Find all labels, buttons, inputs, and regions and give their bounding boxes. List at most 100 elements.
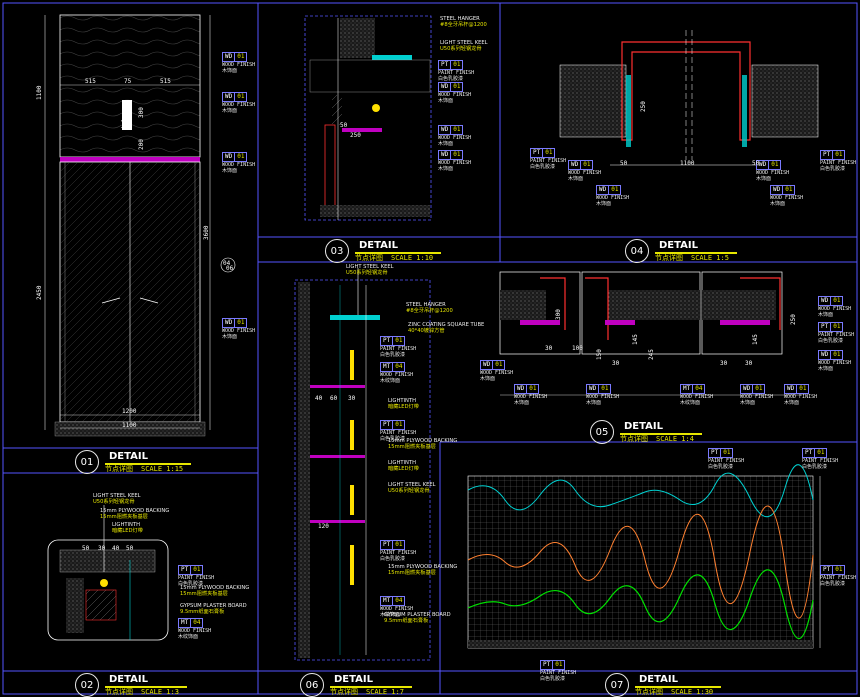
panel-scale: SCALE 1:10	[391, 253, 434, 262]
panel-07-title: 07 DETAIL 节点详图 SCALE 1:30	[605, 673, 722, 697]
panel-02-detail	[47, 505, 169, 641]
dim-label: 1100	[122, 422, 137, 429]
dim-label: 200	[138, 139, 145, 150]
dim-label: 30	[98, 545, 106, 552]
panel-subtitle: 节点详图	[355, 253, 383, 262]
panel-02-title: 02 DETAIL 节点详图 SCALE 1:3	[75, 673, 187, 697]
dim-label: 515	[160, 78, 171, 85]
panel-number-badge: 04	[625, 239, 649, 263]
dim-label: 300	[555, 309, 562, 320]
panel-number-badge: 01	[75, 450, 99, 474]
panel-scale: SCALE 1:3	[141, 687, 179, 696]
panel-04-detail	[559, 30, 819, 166]
dim-label: 30	[745, 360, 753, 367]
panel-01-title: 01 DETAIL 节点详图 SCALE 1:15	[75, 450, 192, 474]
dim-label: 250	[640, 101, 647, 112]
dim-label: 06	[226, 265, 234, 272]
dim-label: 04	[223, 260, 231, 267]
dim-label: 100	[572, 345, 583, 352]
panel-scale: SCALE 1:7	[366, 687, 404, 696]
dim-label: 515	[85, 78, 96, 85]
panel-number-badge: 02	[75, 673, 99, 697]
note-steel-hanger: STEEL HANGER#8全牙吊杆@1200	[440, 16, 487, 28]
dim-label: 50	[126, 545, 134, 552]
panel-03-title: 03 DETAIL 节点详图 SCALE 1:10	[325, 239, 442, 263]
dim-label: 120	[318, 523, 329, 530]
panel-title-text: DETAIL	[105, 451, 192, 465]
dim-label: 145	[752, 334, 759, 345]
panel-scale: SCALE 1:30	[671, 687, 714, 696]
panel-number-badge: 07	[605, 673, 629, 697]
panel-scale: SCALE 1:4	[656, 434, 694, 443]
panel-scale: SCALE 1:15	[141, 464, 184, 473]
dim-label: 245	[648, 349, 655, 360]
panel-subtitle: 节点详图	[105, 464, 133, 473]
panel-title-text: DETAIL	[355, 240, 442, 254]
dim-label: 1100	[680, 160, 695, 167]
dim-label: 1	[120, 118, 127, 131]
dim-label: 2450	[36, 285, 43, 300]
panel-subtitle: 节点详图	[635, 687, 663, 696]
panel-number-badge: 05	[590, 420, 614, 444]
dim-label: 145	[632, 334, 639, 345]
panel-subtitle: 节点详图	[330, 687, 358, 696]
panel-07-wave-panel	[467, 464, 821, 649]
dim-label: 30	[545, 345, 553, 352]
dim-label: 1100	[36, 85, 43, 100]
panel-scale: SCALE 1:5	[691, 253, 729, 262]
panel-number-badge: 03	[325, 239, 349, 263]
panel-title-text: DETAIL	[655, 240, 737, 254]
panel-title-text: DETAIL	[635, 674, 722, 688]
dim-label: 50	[752, 160, 760, 167]
panel-title-text: DETAIL	[105, 674, 187, 688]
dim-label: 50	[82, 545, 90, 552]
dim-label: 30	[612, 360, 620, 367]
dim-label: 30	[720, 360, 728, 367]
panel-subtitle: 节点详图	[105, 687, 133, 696]
dim-label: 50	[620, 160, 628, 167]
panel-subtitle: 节点详图	[620, 434, 648, 443]
